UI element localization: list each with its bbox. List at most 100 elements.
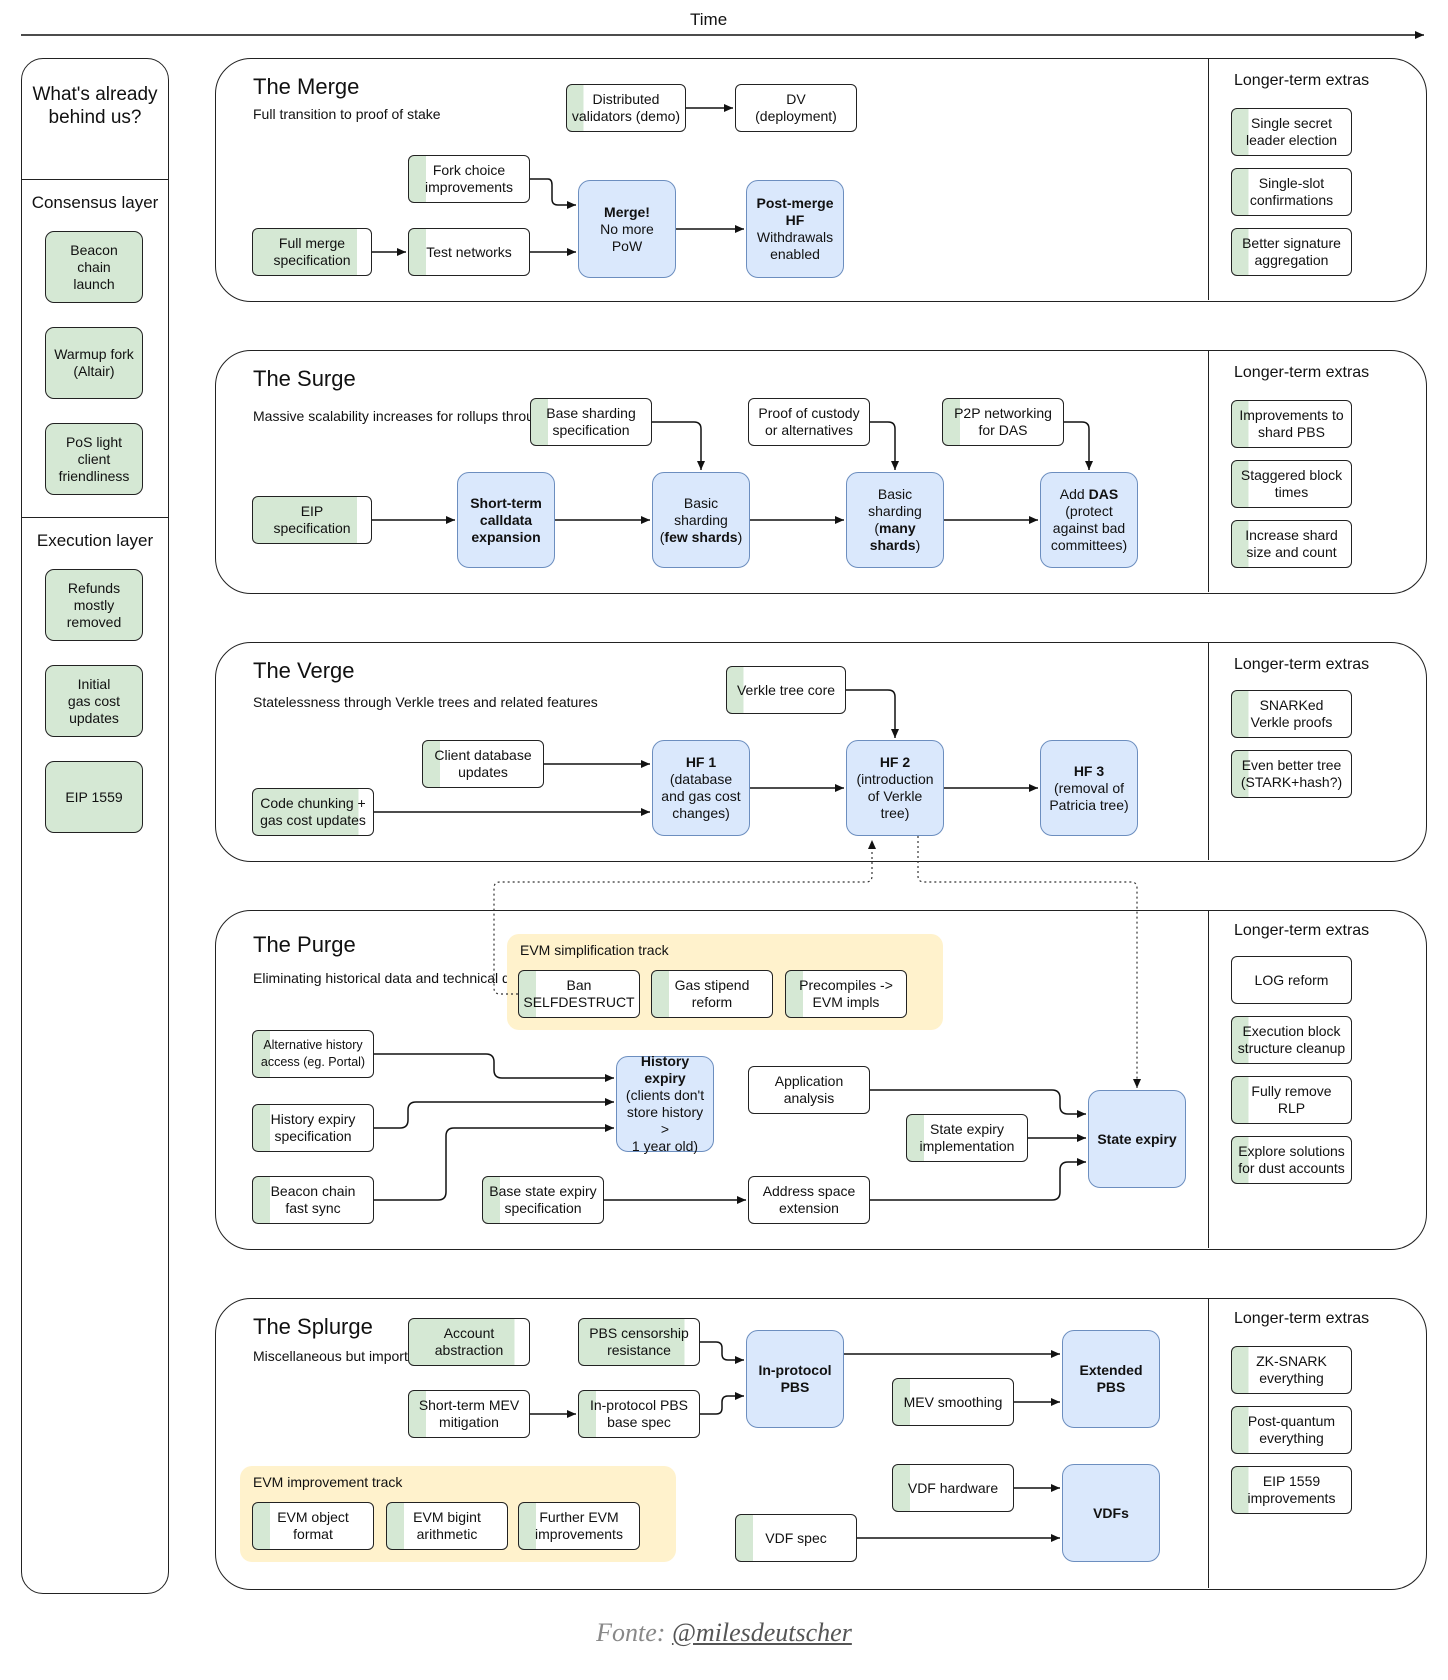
beacon-chain-launch-box: Beacon chain launch bbox=[45, 231, 143, 303]
credit-link[interactable]: @milesdeutscher bbox=[671, 1618, 852, 1647]
merge-extras-title: Longer-term extras bbox=[1234, 72, 1370, 89]
state-expiry-impl-box: State expiry implementation bbox=[906, 1114, 1028, 1162]
divider bbox=[1208, 643, 1209, 860]
post-merge-text: Withdrawals enabled bbox=[756, 229, 834, 262]
splurge-extra-1: ZK-SNARK everything bbox=[1231, 1346, 1352, 1394]
eip-spec-box: EIP specification bbox=[252, 496, 372, 544]
merge-box-text: No more PoW bbox=[600, 220, 654, 254]
state-expiry-box: State expiry bbox=[1088, 1090, 1186, 1188]
hf3-bold: HF 3 bbox=[1073, 762, 1105, 779]
hf1-box: HF 1(database and gas cost changes) bbox=[652, 740, 750, 836]
client-db-updates-box: Client database updates bbox=[422, 740, 544, 788]
inprotocol-pbs-spec-box: In-protocol PBS base spec bbox=[578, 1390, 700, 1438]
code-chunking-box: Code chunking + gas cost updates bbox=[252, 788, 374, 836]
warmup-fork-box: Warmup fork (Altair) bbox=[45, 327, 143, 399]
surge-subtitle: Massive scalability increases for rollup… bbox=[253, 408, 608, 424]
surge-arrow bbox=[870, 421, 899, 470]
verge-arrow bbox=[846, 689, 899, 738]
distributed-validators-box: Distributed validators (demo) bbox=[566, 84, 686, 132]
divider bbox=[1208, 351, 1209, 592]
history-expiry-box: History expiry(clients don't store histo… bbox=[616, 1053, 714, 1154]
splurge-extras-title: Longer-term extras bbox=[1234, 1310, 1370, 1327]
credit-prefix: Fonte: bbox=[596, 1618, 672, 1647]
surge-extra-2: Staggered block times bbox=[1231, 460, 1352, 508]
application-analysis-box: Application analysis bbox=[748, 1066, 870, 1114]
precompiles-box: Precompiles -> EVM impls bbox=[785, 970, 907, 1018]
initial-gas-cost-box: Initial gas cost updates bbox=[45, 665, 143, 737]
surge-extra-3: Increase shard size and count bbox=[1231, 520, 1352, 568]
add-das-box: Add DAS (protect against bad committees) bbox=[1040, 472, 1138, 568]
splurge-arrow bbox=[700, 1341, 744, 1364]
vdf-spec-box: VDF spec bbox=[735, 1514, 857, 1562]
consensus-layer-heading: Consensus layer bbox=[31, 193, 159, 212]
extended-pbs-box: Extended PBS bbox=[1062, 1330, 1160, 1428]
purge-arrow bbox=[870, 1089, 1086, 1118]
history-expiry-bold: History expiry bbox=[640, 1053, 690, 1086]
hf3-box: HF 3(removal of Patricia tree) bbox=[1040, 740, 1138, 836]
verge-title: The Verge bbox=[253, 658, 355, 683]
mev-smoothing-box: MEV smoothing bbox=[892, 1378, 1014, 1426]
hf1-text: (database and gas cost changes) bbox=[661, 771, 741, 821]
basic-sharding-few-box: Basic sharding (few shards) bbox=[652, 472, 750, 568]
add-das-bold: DAS bbox=[1088, 486, 1119, 502]
history-expiry-text: (clients don't store history > 1 year ol… bbox=[625, 1087, 705, 1154]
surge-extras-title: Longer-term extras bbox=[1234, 364, 1370, 381]
dv-deployment-box: DV (deployment) bbox=[735, 84, 857, 132]
basic-few-pre: Basic sharding ( bbox=[659, 494, 728, 545]
fork-choice-box: Fork choice improvements bbox=[408, 155, 530, 203]
evm-bigint-box: EVM bigint arithmetic bbox=[386, 1502, 508, 1550]
pos-light-client-box: PoS light client friendliness bbox=[45, 423, 143, 495]
alt-history-box: Alternative history access (eg. Portal) bbox=[252, 1030, 374, 1078]
divider bbox=[1208, 59, 1209, 300]
proof-of-custody-box: Proof of custody or alternatives bbox=[748, 398, 870, 446]
p2p-das-box: P2P networking for DAS bbox=[942, 398, 1064, 446]
hf2-bold: HF 2 bbox=[879, 754, 911, 770]
purge-extras-title: Longer-term extras bbox=[1234, 922, 1370, 939]
surge-title: The Surge bbox=[253, 366, 356, 391]
gas-stipend-box: Gas stipend reform bbox=[651, 970, 773, 1018]
divider bbox=[22, 179, 168, 180]
account-abstraction-box: Account abstraction bbox=[408, 1318, 530, 1366]
purge-extra-4: Explore solutions for dust accounts bbox=[1231, 1136, 1352, 1184]
time-axis-label: Time bbox=[690, 10, 728, 29]
base-state-expiry-box: Base state expiry specification bbox=[482, 1176, 604, 1224]
evm-object-format-box: EVM object format bbox=[252, 1502, 374, 1550]
short-term-calldata-box: Short-term calldata expansion bbox=[457, 472, 555, 568]
purge-extra-1: LOG reform bbox=[1231, 956, 1352, 1004]
post-merge-bold: Post-merge HF bbox=[756, 195, 834, 228]
basic-few-bold: few shards bbox=[664, 528, 738, 545]
purge-title: The Purge bbox=[253, 932, 356, 957]
basic-many-post: ) bbox=[915, 537, 921, 553]
ban-selfdestruct-box: Ban SELFDESTRUCT bbox=[518, 970, 640, 1018]
surge-arrow bbox=[1064, 421, 1093, 470]
already-behind-title: What's already behind us? bbox=[32, 84, 158, 128]
merge-title: The Merge bbox=[253, 74, 360, 99]
further-evm-box: Further EVM improvements bbox=[518, 1502, 640, 1550]
eip-1559-box: EIP 1559 bbox=[45, 761, 143, 833]
add-das-post: (protect against bad committees) bbox=[1050, 503, 1128, 553]
base-sharding-spec-box: Base sharding specification bbox=[530, 398, 652, 446]
basic-few-post: ) bbox=[737, 528, 743, 545]
surge-extra-1: Improvements to shard PBS bbox=[1231, 400, 1352, 448]
address-space-box: Address space extension bbox=[748, 1176, 870, 1224]
history-expiry-spec-box: History expiry specification bbox=[252, 1104, 374, 1152]
splurge-extra-2: Post-quantum everything bbox=[1231, 1406, 1352, 1454]
basic-many-pre: Basic sharding ( bbox=[868, 486, 922, 536]
hf2-text: (introduction of Verkle tree) bbox=[856, 771, 934, 821]
splurge-arrow bbox=[700, 1392, 744, 1415]
merge-subtitle: Full transition to proof of stake bbox=[253, 106, 441, 122]
hf1-bold: HF 1 bbox=[685, 754, 717, 770]
basic-many-bold: many shards bbox=[869, 520, 916, 553]
purge-arrow bbox=[374, 1053, 614, 1082]
purge-subtitle: Eliminating historical data and technica… bbox=[253, 970, 530, 986]
splurge-title: The Splurge bbox=[253, 1314, 373, 1339]
purge-extra-2: Execution block structure cleanup bbox=[1231, 1016, 1352, 1064]
add-das-pre: Add bbox=[1059, 486, 1089, 502]
merge-extra-1: Single secret leader election bbox=[1231, 108, 1352, 156]
inprotocol-pbs-box: In-protocol PBS bbox=[746, 1330, 844, 1428]
hf3-text: (removal of Patricia tree) bbox=[1049, 779, 1129, 813]
merge-extra-3: Better signature aggregation bbox=[1231, 228, 1352, 276]
test-networks-box: Test networks bbox=[408, 228, 530, 276]
purge-extra-3: Fully remove RLP bbox=[1231, 1076, 1352, 1124]
divider bbox=[1208, 1299, 1209, 1588]
